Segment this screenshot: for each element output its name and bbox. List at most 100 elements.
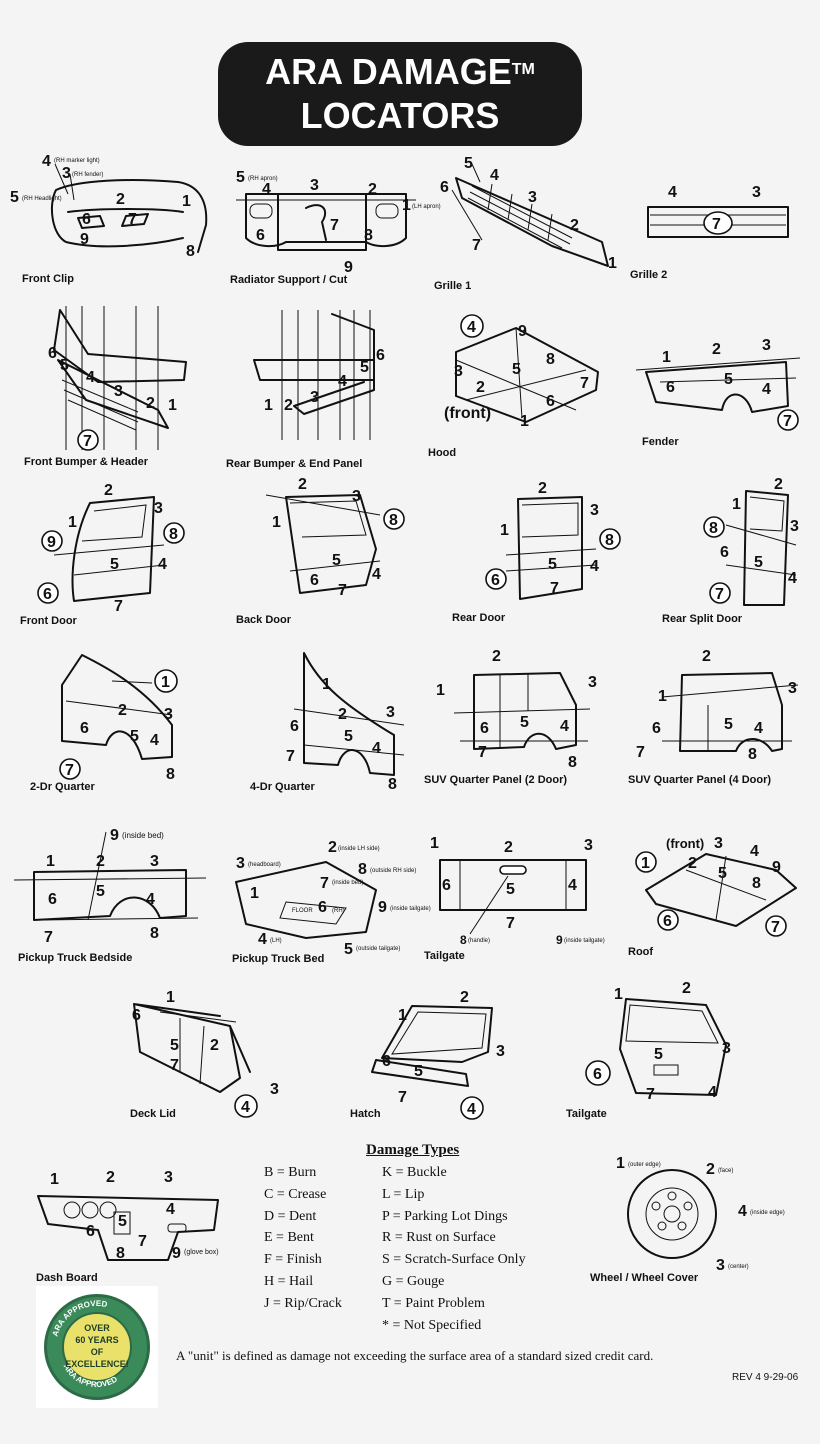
badge-ring-text: ARA APPROVED ARA APPROVED [51, 1299, 120, 1389]
badge-inner-disc [62, 1312, 132, 1382]
caption-4dr-quarter: 4-Dr Quarter [250, 781, 315, 793]
caption-truck-bedside: Pickup Truck Bedside [18, 952, 133, 964]
right-item: L = Lip [382, 1186, 425, 1202]
svg-text:5: 5 [236, 169, 245, 186]
svg-text:4: 4 [146, 891, 155, 908]
svg-text:4: 4 [467, 319, 476, 336]
badge-center-text: OVER 60 YEARS OF EXCELLENCE! [62, 1322, 132, 1370]
svg-text:5: 5 [10, 189, 19, 206]
headboard-label: (headboard) [248, 862, 281, 868]
revision-label: REV 4 9-29-06 [732, 1372, 799, 1383]
caption-rear-door: Rear Door [452, 612, 506, 624]
svg-text:1: 1 [161, 674, 170, 691]
svg-text:2: 2 [712, 341, 721, 358]
svg-text:4: 4 [158, 556, 167, 573]
svg-text:5: 5 [96, 883, 105, 900]
svg-text:6: 6 [442, 877, 451, 894]
svg-text:7: 7 [478, 744, 487, 761]
handle-label: (handle) [468, 938, 490, 944]
face-label: (face) [718, 1168, 733, 1174]
left-item: H = Hail [264, 1273, 314, 1289]
svg-text:3: 3 [590, 502, 599, 519]
svg-text:4: 4 [490, 167, 499, 184]
svg-text:1: 1 [402, 197, 411, 214]
truck-bed-drawing: 3(headboard) 2(inside LH side) 8(outside… [235, 839, 431, 958]
svg-text:6: 6 [652, 720, 661, 737]
svg-text:1: 1 [250, 885, 259, 902]
damage-types-title: Damage Types [366, 1142, 460, 1158]
svg-text:7: 7 [320, 875, 329, 892]
outer-edge-label: (outer edge) [628, 1162, 661, 1168]
svg-text:7: 7 [114, 598, 123, 615]
svg-text:1: 1 [732, 496, 741, 513]
svg-text:2: 2 [328, 839, 337, 856]
svg-text:5: 5 [332, 552, 341, 569]
svg-text:3: 3 [714, 835, 723, 852]
badge-line4: EXCELLENCE! [65, 1359, 129, 1369]
svg-text:6: 6 [80, 720, 89, 737]
svg-text:1: 1 [614, 986, 623, 1003]
caption-wheel: Wheel / Wheel Cover [590, 1272, 699, 1284]
front-clip-drawing: 4(RH marker light) 3(RH fender) 5(RH Hea… [10, 153, 208, 260]
right-item: R = Rust on Surface [382, 1230, 496, 1246]
caption-hatch: Hatch [350, 1108, 381, 1120]
svg-text:6: 6 [720, 544, 729, 561]
svg-text:4: 4 [738, 1203, 747, 1220]
svg-text:3: 3 [150, 853, 159, 870]
rear-split-door-drawing: 213 8 654 7 [703, 476, 799, 606]
deck-lid-drawing: 165 273 4 [132, 989, 279, 1118]
svg-text:4: 4 [241, 1099, 250, 1116]
svg-text:1: 1 [500, 522, 509, 539]
svg-text:5: 5 [360, 359, 369, 376]
svg-text:3: 3 [752, 184, 761, 201]
svg-text:5: 5 [548, 556, 557, 573]
svg-text:6: 6 [132, 1007, 141, 1024]
svg-text:7: 7 [128, 211, 137, 228]
svg-text:7: 7 [580, 375, 589, 392]
svg-text:6: 6 [256, 227, 265, 244]
svg-text:5: 5 [110, 556, 119, 573]
svg-text:8: 8 [388, 776, 397, 793]
svg-text:4: 4 [762, 381, 771, 398]
svg-text:2: 2 [570, 217, 579, 234]
caption-radiator-support: Radiator Support / Cut [230, 274, 348, 286]
lh-apron-label: (LH apron) [412, 204, 441, 210]
svg-text:8: 8 [186, 243, 195, 260]
svg-text:2: 2 [702, 648, 711, 665]
svg-text:7: 7 [712, 216, 721, 233]
badge-line1: OVER [84, 1323, 110, 1333]
svg-text:2: 2 [298, 476, 307, 493]
svg-text:5: 5 [464, 155, 473, 172]
svg-text:7: 7 [138, 1233, 147, 1250]
svg-text:2: 2 [368, 181, 377, 198]
caption-hood: Hood [428, 447, 457, 459]
svg-text:7: 7 [636, 744, 645, 761]
svg-text:4: 4 [708, 1084, 717, 1101]
svg-text:5: 5 [130, 728, 139, 745]
svg-text:5: 5 [724, 716, 733, 733]
svg-text:4: 4 [338, 373, 347, 390]
svg-text:7: 7 [330, 217, 339, 234]
svg-text:9: 9 [172, 1245, 181, 1262]
caption-2dr-quarter: 2-Dr Quarter [30, 781, 95, 793]
floor-label: FLOOR [292, 908, 313, 914]
svg-text:9: 9 [378, 899, 387, 916]
rh-marker-light-label: (RH marker light) [54, 158, 100, 164]
left-item: E = Bent [264, 1230, 314, 1246]
svg-text:9: 9 [518, 323, 527, 340]
svg-text:7: 7 [783, 413, 792, 430]
svg-text:3: 3 [236, 855, 245, 872]
